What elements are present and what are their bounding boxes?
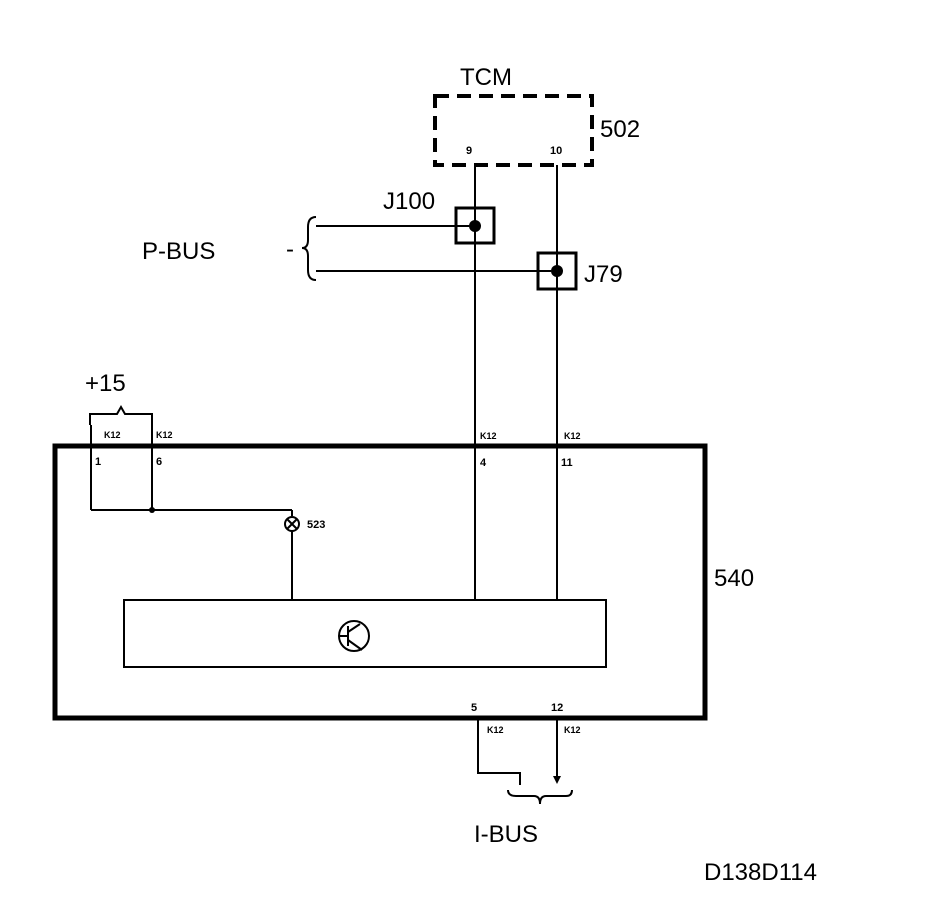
lamp-cross-b [286,518,298,530]
connector-label-pin6: K12 [156,430,173,440]
module-540-box [52,443,708,721]
pbus-dash: - [286,236,294,263]
connector-label-pin4: K12 [480,431,497,441]
transistor-collector [347,623,361,633]
junction-j100-dot [469,220,481,232]
junction-j79-label: J79 [584,261,623,288]
lamp-id: 523 [307,519,325,531]
tcm-id: 502 [600,116,640,143]
internal-ecu-block [123,599,607,668]
pbus-brace [301,216,317,281]
transistor-emitter [347,639,363,651]
tcm-pin-9: 9 [466,145,472,157]
ibus-label: I-BUS [474,821,538,848]
connector-label-pin12: K12 [564,725,581,735]
connector-label-pin5: K12 [487,725,504,735]
module-540-id: 540 [714,565,754,592]
junction-j100-label: J100 [383,188,435,215]
pin-12: 12 [551,702,563,714]
supply-label: +15 [85,370,126,397]
pin-6: 6 [156,456,162,468]
connector-label-pin11: K12 [564,431,581,441]
transistor-icon [338,620,370,652]
pin-4: 4 [480,457,487,469]
supply-brace [89,404,153,425]
tcm-box [433,94,594,167]
pin-5: 5 [471,702,477,714]
tcm-label: TCM [460,64,512,91]
pin-1: 1 [95,456,101,468]
ibus-brace [507,789,573,805]
pbus-label: P-BUS [142,238,215,265]
tcm-pin-10: 10 [550,145,562,157]
connector-label-pin1: K12 [104,430,121,440]
diagram-code: D138D114 [704,859,817,886]
supply-node [149,507,155,513]
ibus-arrow [553,776,561,784]
junction-j79-dot [551,265,563,277]
pin-11: 11 [561,457,573,469]
wire-ibus-a [477,718,521,785]
